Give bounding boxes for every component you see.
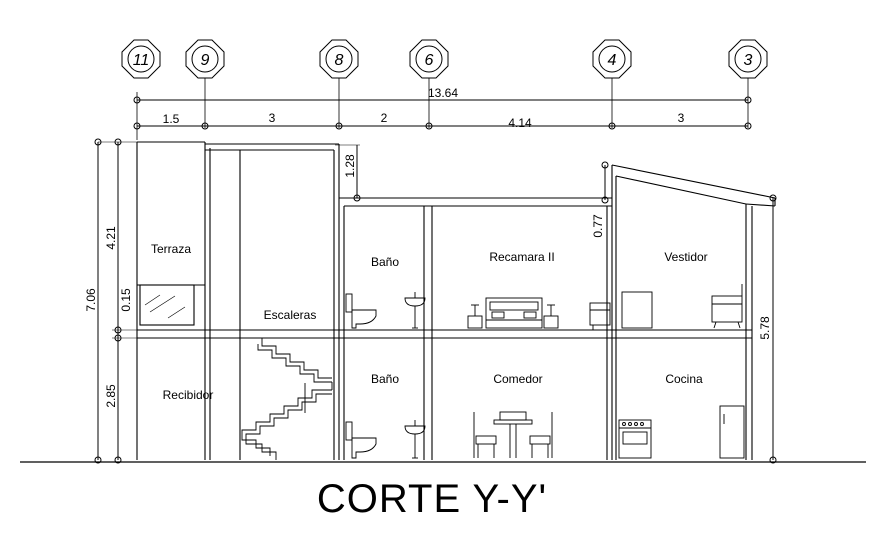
dimension-stair-top: 1.28 bbox=[343, 154, 357, 178]
dimension-span-2: 3 bbox=[269, 111, 276, 125]
axis-label-4: 4 bbox=[608, 52, 617, 69]
nightstand bbox=[589, 302, 611, 330]
room-label-vestidor: Vestidor bbox=[664, 250, 707, 264]
room-label-recibidor: Recibidor bbox=[163, 388, 214, 402]
toilet-upper bbox=[345, 293, 377, 329]
axis-bubble-11 bbox=[121, 39, 161, 79]
room-label-recamara: Recamara II bbox=[489, 250, 554, 264]
refrigerator bbox=[719, 405, 745, 459]
axis-bubble-9 bbox=[185, 39, 225, 79]
dimension-left-total: 7.06 bbox=[84, 288, 98, 312]
building-walls bbox=[136, 141, 776, 460]
section-title: CORTE Y-Y' bbox=[317, 477, 547, 521]
sink-lower bbox=[404, 420, 426, 459]
axis-bubble-6 bbox=[409, 39, 449, 79]
bed bbox=[467, 297, 559, 329]
dimension-roof-offset: 0.77 bbox=[591, 214, 605, 238]
room-label-escaleras: Escaleras bbox=[264, 308, 317, 322]
dimension-left-lower: 2.85 bbox=[104, 384, 118, 408]
toilet-lower bbox=[345, 421, 377, 459]
dimension-left-upper: 4.21 bbox=[104, 226, 118, 250]
axis-label-3: 3 bbox=[744, 52, 753, 69]
room-label-terraza: Terraza bbox=[151, 242, 191, 256]
axis-bubble-3 bbox=[728, 39, 768, 79]
sink-upper bbox=[404, 292, 426, 329]
armchair bbox=[711, 284, 743, 329]
axis-label-11: 11 bbox=[133, 52, 150, 69]
room-label-bano-lower: Baño bbox=[371, 372, 399, 386]
room-label-cocina: Cocina bbox=[665, 372, 703, 386]
dimension-line-total bbox=[133, 96, 752, 104]
dimension-right-total: 5.78 bbox=[758, 316, 772, 340]
dimension-span-4: 4.14 bbox=[508, 116, 532, 130]
stove bbox=[618, 419, 652, 459]
wardrobe bbox=[621, 291, 653, 329]
dimension-total: 13.64 bbox=[428, 86, 458, 100]
dimension-line-left-total bbox=[94, 138, 102, 464]
axis-bubble-8 bbox=[319, 39, 359, 79]
dimension-line-right bbox=[769, 194, 777, 464]
room-label-bano-upper: Baño bbox=[371, 255, 399, 269]
axis-label-9: 9 bbox=[201, 52, 210, 69]
dimension-span-1: 1.5 bbox=[163, 112, 180, 126]
room-label-comedor: Comedor bbox=[493, 372, 542, 386]
axis-label-8: 8 bbox=[335, 52, 344, 69]
dimension-span-3: 2 bbox=[381, 111, 388, 125]
axis-label-6: 6 bbox=[425, 52, 434, 69]
dining-set bbox=[473, 411, 553, 458]
dimension-span-5: 3 bbox=[678, 111, 685, 125]
dimension-left-slab: 0.15 bbox=[119, 288, 133, 312]
axis-bubble-4 bbox=[592, 39, 632, 79]
dimension-line-roof bbox=[601, 161, 609, 204]
dimension-line-spans bbox=[133, 122, 752, 130]
stairs bbox=[241, 337, 333, 460]
